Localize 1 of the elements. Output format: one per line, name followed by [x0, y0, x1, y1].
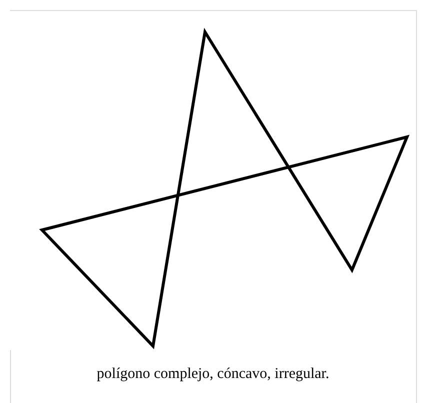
caption: polígono complejo, cóncavo, irregular.: [96, 366, 330, 383]
